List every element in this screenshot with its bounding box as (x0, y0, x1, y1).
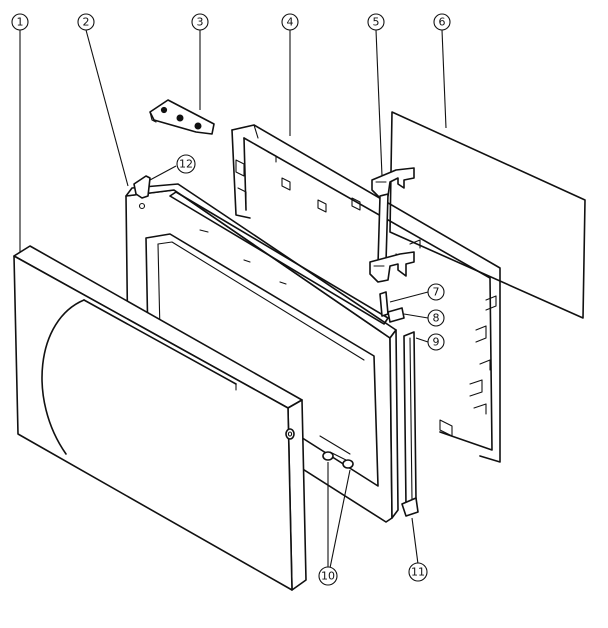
part-9-rail (403, 331, 417, 507)
callout-8-label: 8 (433, 312, 440, 325)
callout-7: 7 (427, 283, 445, 301)
callout-10: 10 (318, 566, 338, 586)
callout-1-label: 1 (17, 16, 24, 29)
part-7-pin (379, 291, 389, 317)
callout-2: 2 (77, 13, 95, 31)
callout-12: 12 (176, 154, 196, 174)
callout-5: 5 (367, 13, 385, 31)
callout-11: 11 (408, 562, 428, 582)
leader-lines (19, 29, 447, 569)
callout-2-label: 2 (83, 16, 90, 29)
callout-12-label: 12 (179, 158, 193, 171)
part-1-outer-door (13, 245, 307, 591)
part-11-foot (401, 497, 419, 517)
callout-9: 9 (427, 333, 445, 351)
callout-10-label: 10 (321, 570, 335, 583)
callout-3: 3 (191, 13, 209, 31)
callout-9-label: 9 (433, 336, 440, 349)
part-3-hinge (149, 99, 215, 135)
callout-4: 4 (281, 13, 299, 31)
callout-3-label: 3 (197, 16, 204, 29)
part-8-spring (387, 307, 405, 323)
part-2-door-frame (125, 183, 399, 523)
callout-5-label: 5 (373, 16, 380, 29)
part-10-pins (322, 451, 354, 469)
part-4-inner-frame (231, 124, 501, 463)
callout-7-label: 7 (433, 286, 440, 299)
callout-8: 8 (427, 309, 445, 327)
callout-6: 6 (433, 13, 451, 31)
part-12-clip (133, 175, 151, 199)
part-5-latch (369, 167, 415, 283)
callout-4-label: 4 (287, 16, 294, 29)
callout-11-label: 11 (411, 566, 425, 579)
callout-6-label: 6 (439, 16, 446, 29)
callout-1: 1 (11, 13, 29, 31)
part-6-panel (389, 111, 586, 319)
